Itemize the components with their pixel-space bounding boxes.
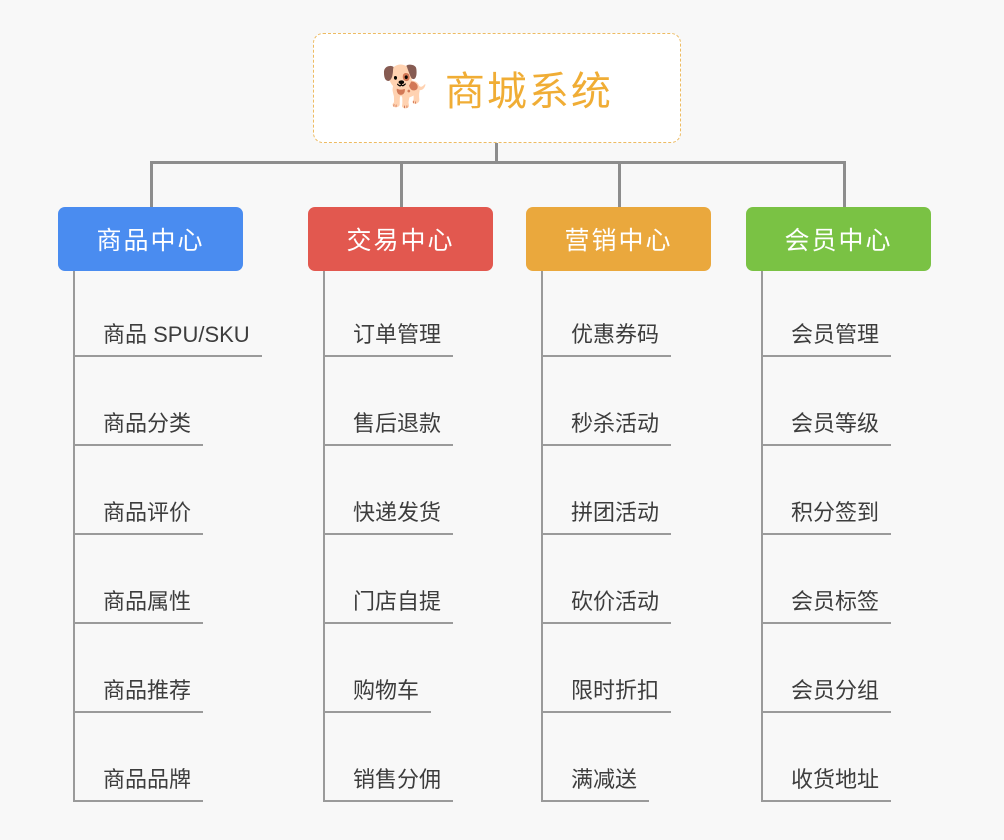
leaf-label: 订单管理 xyxy=(353,322,442,347)
leaf-label: 会员等级 xyxy=(791,411,880,436)
leaf-label: 限时折扣 xyxy=(571,678,660,703)
leaf-item[interactable]: 收货地址 xyxy=(761,762,892,802)
leaf-item[interactable]: 砍价活动 xyxy=(541,584,672,624)
connector-drop-4 xyxy=(843,161,846,207)
leaf-item[interactable]: 商品品牌 xyxy=(73,762,204,802)
column-trunk-line xyxy=(73,271,75,800)
leaf-label: 秒杀活动 xyxy=(571,411,660,436)
leaf-item[interactable]: 销售分佣 xyxy=(323,762,454,802)
leaf-item[interactable]: 商品推荐 xyxy=(73,673,204,713)
leaf-item[interactable]: 限时折扣 xyxy=(541,673,672,713)
leaf-label: 积分签到 xyxy=(791,500,880,525)
column-header-member-center[interactable]: 会员中心 xyxy=(746,207,931,271)
leaf-label: 满减送 xyxy=(571,767,638,792)
root-node[interactable]: 🐕 商城系统 xyxy=(313,33,681,143)
leaf-label: 收货地址 xyxy=(791,767,880,792)
leaf-item[interactable]: 门店自提 xyxy=(323,584,454,624)
leaf-label: 会员标签 xyxy=(791,589,880,614)
leaf-item[interactable]: 会员管理 xyxy=(761,317,892,357)
leaf-item[interactable]: 售后退款 xyxy=(323,406,454,446)
leaf-label: 商品评价 xyxy=(103,500,192,525)
leaf-label: 商品推荐 xyxy=(103,678,192,703)
connector-root-stem xyxy=(495,143,498,164)
column-header-marketing-center[interactable]: 营销中心 xyxy=(526,207,711,271)
leaf-label: 会员分组 xyxy=(791,678,880,703)
column-trunk-line xyxy=(761,271,763,800)
leaf-item[interactable]: 购物车 xyxy=(323,673,432,713)
connector-drop-3 xyxy=(618,161,621,207)
root-node-title: 商城系统 xyxy=(444,70,613,114)
leaf-item[interactable]: 拼团活动 xyxy=(541,495,672,535)
leaf-label: 购物车 xyxy=(353,678,420,703)
column-header-label: 会员中心 xyxy=(784,227,893,255)
connector-drop-2 xyxy=(400,161,403,207)
leaf-label: 会员管理 xyxy=(791,322,880,347)
leaf-label: 拼团活动 xyxy=(571,500,660,525)
leaf-item[interactable]: 订单管理 xyxy=(323,317,454,357)
column-header-label: 交易中心 xyxy=(346,227,455,255)
column-header-trade-center[interactable]: 交易中心 xyxy=(308,207,493,271)
leaf-label: 砍价活动 xyxy=(571,589,660,614)
column-trunk-line xyxy=(541,271,543,800)
leaf-item[interactable]: 商品 SPU/SKU xyxy=(73,317,262,357)
column-header-label: 商品中心 xyxy=(96,227,205,255)
leaf-item[interactable]: 快递发货 xyxy=(323,495,454,535)
leaf-label: 售后退款 xyxy=(353,411,442,436)
leaf-item[interactable]: 积分签到 xyxy=(761,495,892,535)
column-header-label: 营销中心 xyxy=(564,227,673,255)
column-header-product-center[interactable]: 商品中心 xyxy=(58,207,243,271)
leaf-label: 商品分类 xyxy=(103,411,192,436)
leaf-label: 优惠券码 xyxy=(571,322,660,347)
leaf-item[interactable]: 满减送 xyxy=(541,762,650,802)
leaf-item[interactable]: 会员标签 xyxy=(761,584,892,624)
leaf-label: 门店自提 xyxy=(353,589,442,614)
leaf-item[interactable]: 会员分组 xyxy=(761,673,892,713)
leaf-item[interactable]: 会员等级 xyxy=(761,406,892,446)
leaf-item[interactable]: 商品分类 xyxy=(73,406,204,446)
shiba-dog-face-icon: 🐕 xyxy=(381,65,431,109)
leaf-label: 商品 SPU/SKU xyxy=(103,322,250,347)
leaf-item[interactable]: 优惠券码 xyxy=(541,317,672,357)
leaf-item[interactable]: 商品属性 xyxy=(73,584,204,624)
leaf-label: 商品品牌 xyxy=(103,767,192,792)
leaf-label: 销售分佣 xyxy=(353,767,442,792)
leaf-item[interactable]: 商品评价 xyxy=(73,495,204,535)
leaf-label: 商品属性 xyxy=(103,589,192,614)
leaf-item[interactable]: 秒杀活动 xyxy=(541,406,672,446)
connector-drop-1 xyxy=(150,161,153,207)
leaf-label: 快递发货 xyxy=(353,500,442,525)
column-trunk-line xyxy=(323,271,325,800)
connector-horizontal-bus xyxy=(150,161,846,164)
